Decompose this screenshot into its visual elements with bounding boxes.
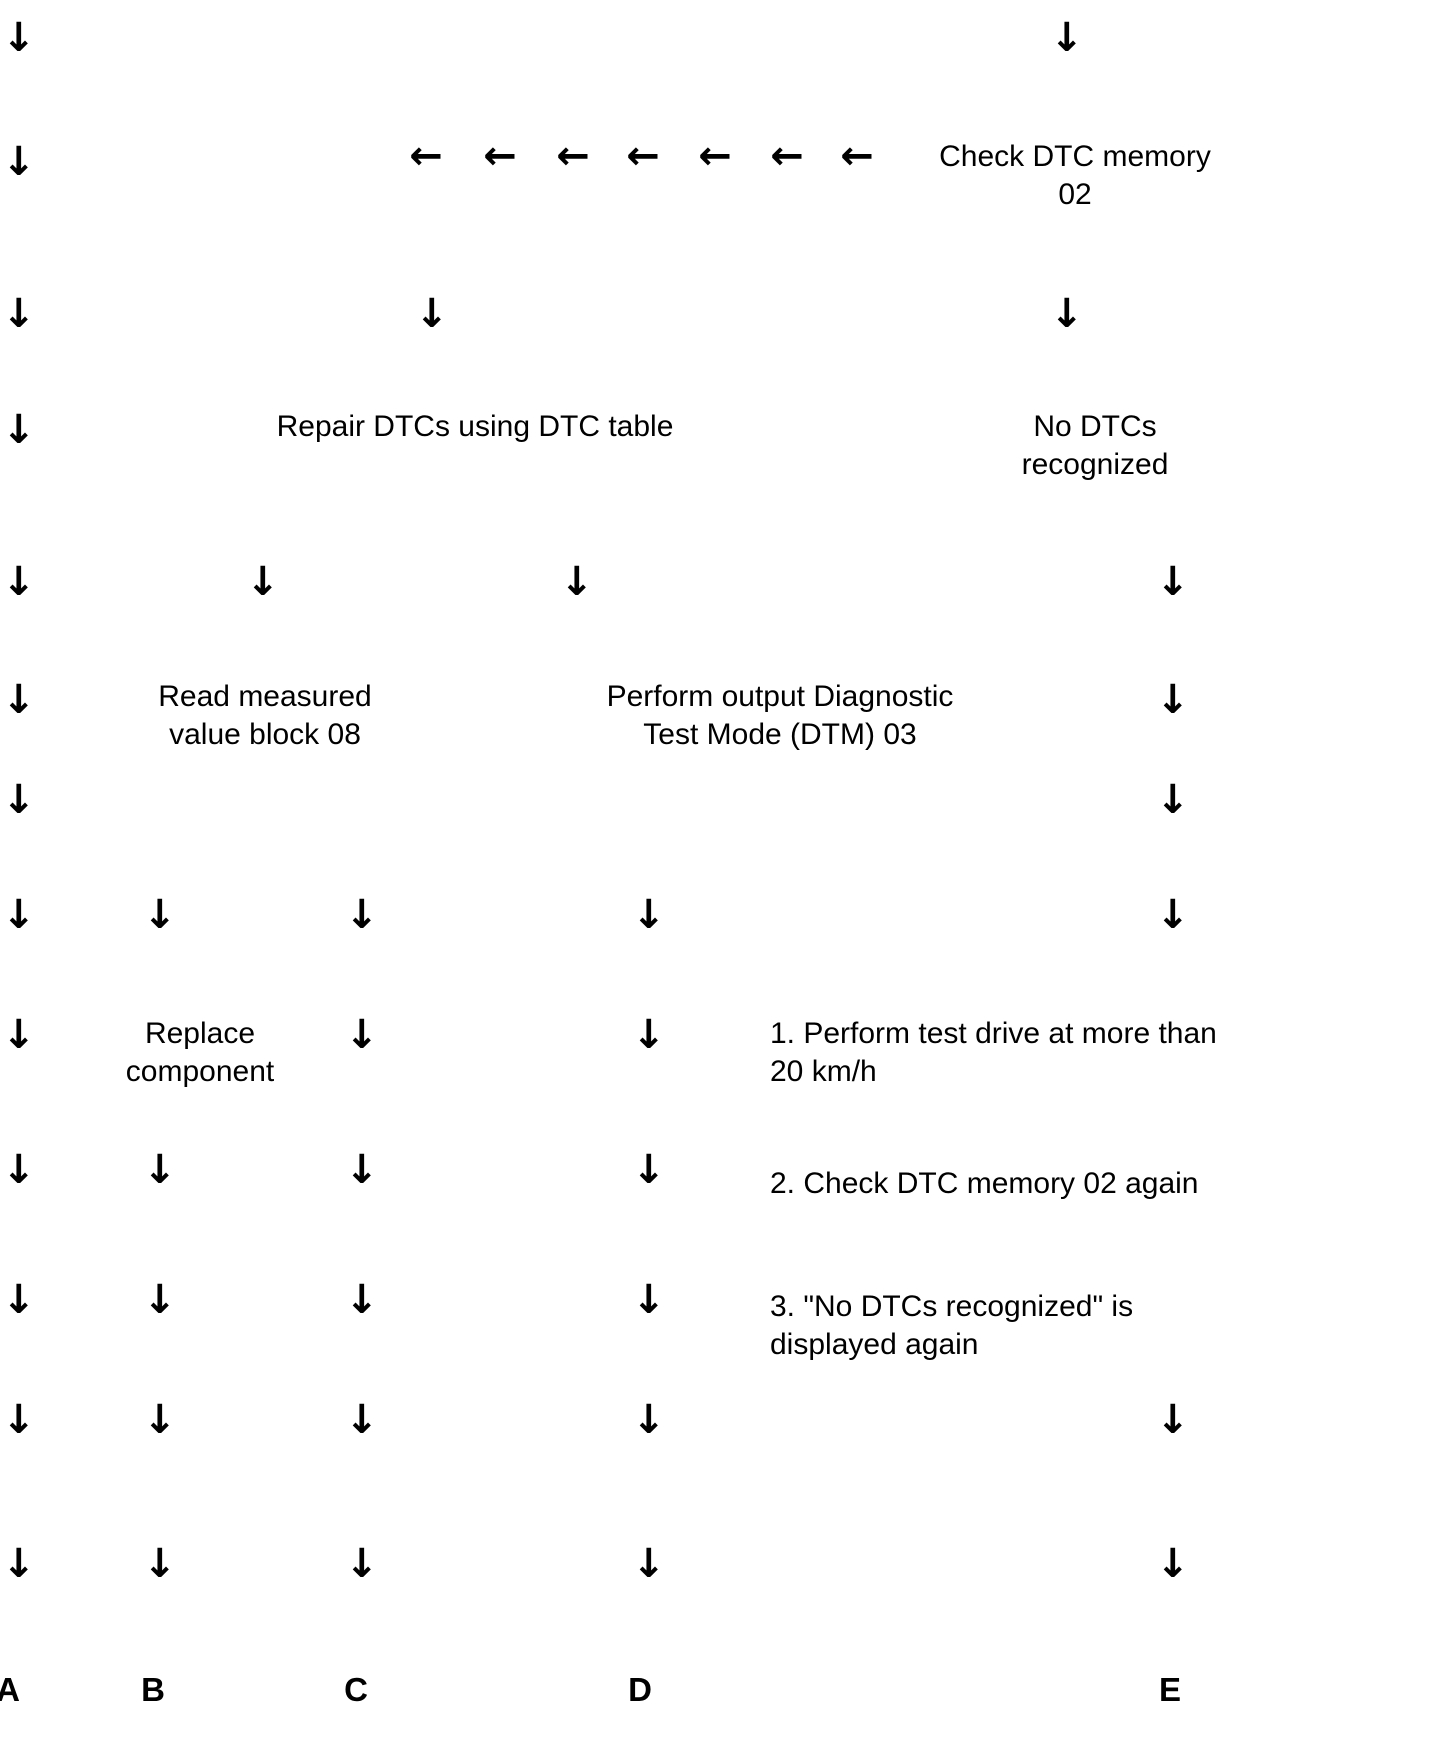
arrow-down-icon: ↓ — [415, 291, 449, 337]
arrow-down-icon: ↓ — [1156, 1397, 1190, 1443]
arrow-left-icon: ← — [483, 133, 517, 179]
arrow-down-icon: ↓ — [2, 892, 36, 938]
arrow-down-icon: ↓ — [2, 139, 36, 185]
arrow-down-icon: ↓ — [345, 1147, 379, 1193]
arrow-down-icon: ↓ — [143, 1397, 177, 1443]
arrow-down-icon: ↓ — [2, 677, 36, 723]
arrow-down-icon: ↓ — [2, 1277, 36, 1323]
arrow-down-icon: ↓ — [560, 559, 594, 605]
diagram-text-step-1: 1. Perform test drive at more than 20 km… — [770, 1017, 1217, 1088]
arrow-down-icon: ↓ — [345, 1012, 379, 1058]
arrow-down-icon: ↓ — [2, 15, 36, 61]
column-label-a: A — [0, 1671, 20, 1708]
arrow-down-icon: ↓ — [632, 892, 666, 938]
arrow-left-icon: ← — [626, 133, 660, 179]
arrow-left-icon: ← — [409, 133, 443, 179]
arrow-left-icon: ← — [840, 133, 874, 179]
diagram-text-step-3: 3. "No DTCs recognized" is displayed aga… — [770, 1290, 1134, 1361]
arrow-down-icon: ↓ — [246, 559, 280, 605]
arrow-down-icon: ↓ — [632, 1012, 666, 1058]
arrow-down-icon: ↓ — [2, 291, 36, 337]
arrow-down-icon: ↓ — [2, 1541, 36, 1587]
arrow-left-icon: ← — [556, 133, 590, 179]
arrow-down-icon: ↓ — [143, 1147, 177, 1193]
arrow-down-icon: ↓ — [345, 892, 379, 938]
arrow-down-icon: ↓ — [345, 1541, 379, 1587]
column-label-d: D — [628, 1671, 652, 1708]
arrow-down-icon: ↓ — [1050, 15, 1084, 61]
column-label-e: E — [1158, 1671, 1181, 1708]
arrow-down-icon: ↓ — [2, 407, 36, 453]
arrow-down-icon: ↓ — [632, 1147, 666, 1193]
arrow-down-icon: ↓ — [2, 777, 36, 823]
arrow-down-icon: ↓ — [345, 1397, 379, 1443]
arrow-down-icon: ↓ — [2, 1012, 36, 1058]
arrow-down-icon: ↓ — [1156, 559, 1190, 605]
arrow-down-icon: ↓ — [1156, 1541, 1190, 1587]
arrow-down-icon: ↓ — [632, 1541, 666, 1587]
diagram-text-repair-dtcs: Repair DTCs using DTC table — [276, 410, 674, 443]
column-label-b: B — [141, 1671, 165, 1708]
arrow-down-icon: ↓ — [345, 1277, 379, 1323]
arrow-down-icon: ↓ — [632, 1397, 666, 1443]
arrow-left-icon: ← — [698, 133, 732, 179]
arrow-down-icon: ↓ — [2, 1147, 36, 1193]
arrow-down-icon: ↓ — [1156, 677, 1190, 723]
diagram-text-read-measured-value: Read measured value block 08 — [158, 680, 372, 751]
diagram-text-step-2: 2. Check DTC memory 02 again — [770, 1167, 1199, 1200]
column-label-c: C — [344, 1671, 368, 1708]
diagram-text-check-dtc-memory: Check DTC memory 02 — [939, 140, 1211, 211]
diagram-text-replace-component: Replace component — [125, 1017, 275, 1088]
arrow-down-icon: ↓ — [143, 1541, 177, 1587]
arrow-down-icon: ↓ — [1156, 777, 1190, 823]
diagram-text-perform-output-dtm: Perform output Diagnostic Test Mode (DTM… — [606, 680, 954, 751]
arrow-down-icon: ↓ — [1156, 892, 1190, 938]
arrow-down-icon: ↓ — [143, 1277, 177, 1323]
arrow-down-icon: ↓ — [143, 892, 177, 938]
arrow-down-icon: ↓ — [632, 1277, 666, 1323]
arrow-down-icon: ↓ — [1050, 291, 1084, 337]
arrow-left-icon: ← — [770, 133, 804, 179]
diagram-text-no-dtcs-recognized: No DTCs recognized — [1021, 410, 1169, 481]
arrow-down-icon: ↓ — [2, 559, 36, 605]
arrow-down-icon: ↓ — [2, 1397, 36, 1443]
